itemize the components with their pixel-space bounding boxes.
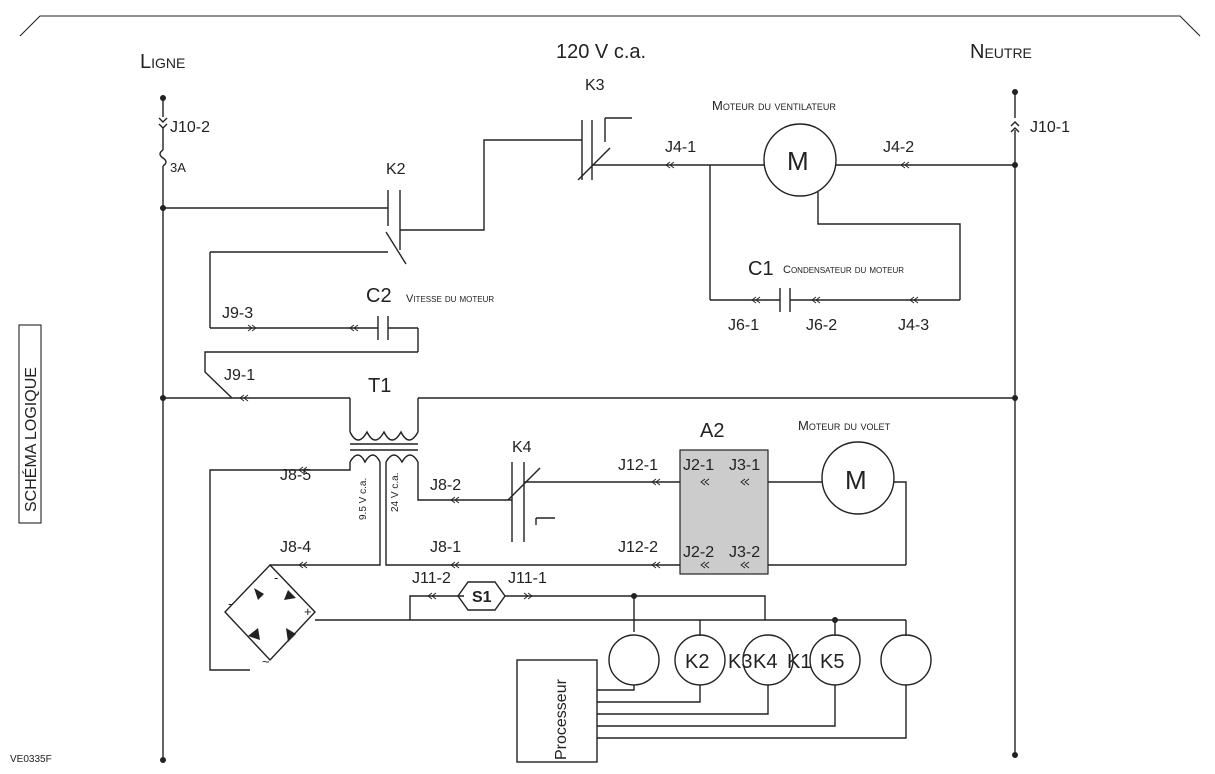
connector-j12-1: J12-1 <box>618 457 658 474</box>
coil-label-k3: K3 <box>728 651 752 673</box>
connector-j2-1: J2-1 <box>683 457 714 474</box>
t1-label: T1 <box>368 375 391 397</box>
connector-j12-2: J12-2 <box>618 539 658 556</box>
coil-label-k5: K5 <box>820 651 844 673</box>
s1-sensor <box>409 581 838 632</box>
diode-ac: ~ <box>262 654 270 669</box>
c1-branch <box>709 165 960 312</box>
connector-j9-3: J9-3 <box>222 305 253 322</box>
processor <box>516 659 907 763</box>
coil-label-k4: K4 <box>753 651 777 673</box>
k4-contacts <box>507 462 680 542</box>
diode-bridge <box>224 563 906 662</box>
coil-unlabeled-1 <box>608 634 660 686</box>
a2-module <box>679 449 906 575</box>
damper-motor: M <box>821 441 907 565</box>
side-label: SCHÉMA LOGIQUE <box>18 324 42 524</box>
damper-motor-label: Moteur du volet <box>798 418 891 433</box>
svg-text:M: M <box>845 465 867 495</box>
connector-j9-1: J9-1 <box>224 367 255 384</box>
connector-j10-2: J10-2 <box>170 119 210 136</box>
connector-j6-1: J6-1 <box>728 317 759 334</box>
diode-plus: + <box>304 604 312 619</box>
k2-contacts <box>163 139 582 328</box>
svg-text:M: M <box>787 146 809 176</box>
connector-j10-1: J10-1 <box>1030 119 1070 136</box>
fuse-rating: 3A <box>170 160 186 175</box>
k3-label: K3 <box>585 77 605 94</box>
coil-label-k2: K2 <box>685 651 709 673</box>
line-rail <box>158 95 168 763</box>
connector-j8-2: J8-2 <box>430 477 461 494</box>
connector-j4-2: J4-2 <box>883 139 914 156</box>
connector-j4-1: J4-1 <box>665 139 696 156</box>
connector-j11-1: J11-1 <box>508 570 547 587</box>
connector-j6-2: J6-2 <box>806 317 837 334</box>
t1-secondary-1: 9.5 V c.a. <box>358 478 369 520</box>
k2-label: K2 <box>386 161 406 178</box>
fan-motor: M <box>763 123 1015 300</box>
line-rail-label: Ligne <box>140 51 185 73</box>
c2-description: Vitesse du moteur <box>406 293 494 305</box>
connector-j3-1: J3-1 <box>729 457 760 474</box>
k4-label: K4 <box>512 439 532 456</box>
c1-label: C1 <box>748 258 774 280</box>
connector-j4-3: J4-3 <box>898 317 929 334</box>
fan-motor-label: Moteur du ventilateur <box>712 98 836 113</box>
processor-label: Processeur <box>553 678 570 760</box>
top-border <box>19 15 1201 37</box>
supply-voltage-label: 120 V c.a. <box>556 41 646 63</box>
connector-j8-4: J8-4 <box>280 539 311 556</box>
connector-chevrons <box>239 161 919 600</box>
coil-unlabeled-2 <box>880 634 932 686</box>
t1-secondary-2: 24 V c.a. <box>390 473 401 512</box>
connector-j11-2: J11-2 <box>412 570 451 587</box>
connector-j2-2: J2-2 <box>683 544 714 561</box>
transformer-t1 <box>163 397 1015 671</box>
c1-description: Condensateur du moteur <box>783 264 904 276</box>
diode-minus-top: - <box>274 570 278 585</box>
connector-j8-5: J8-5 <box>280 467 311 484</box>
svg-text:SCHÉMA LOGIQUE: SCHÉMA LOGIQUE <box>21 367 40 512</box>
k3-contacts <box>577 117 765 181</box>
connector-j3-2: J3-2 <box>729 544 760 561</box>
a2-label: A2 <box>700 420 724 442</box>
c2-label: C2 <box>366 285 392 307</box>
connector-j8-1: J8-1 <box>430 539 461 556</box>
neutral-rail <box>1010 89 1020 758</box>
coil-label-k1: K1 <box>787 651 811 673</box>
diode-minus-left: - <box>228 596 232 611</box>
s1-label: S1 <box>472 589 492 606</box>
neutral-rail-label: Neutre <box>970 41 1032 63</box>
drawing-code: VE0335F <box>10 754 52 765</box>
